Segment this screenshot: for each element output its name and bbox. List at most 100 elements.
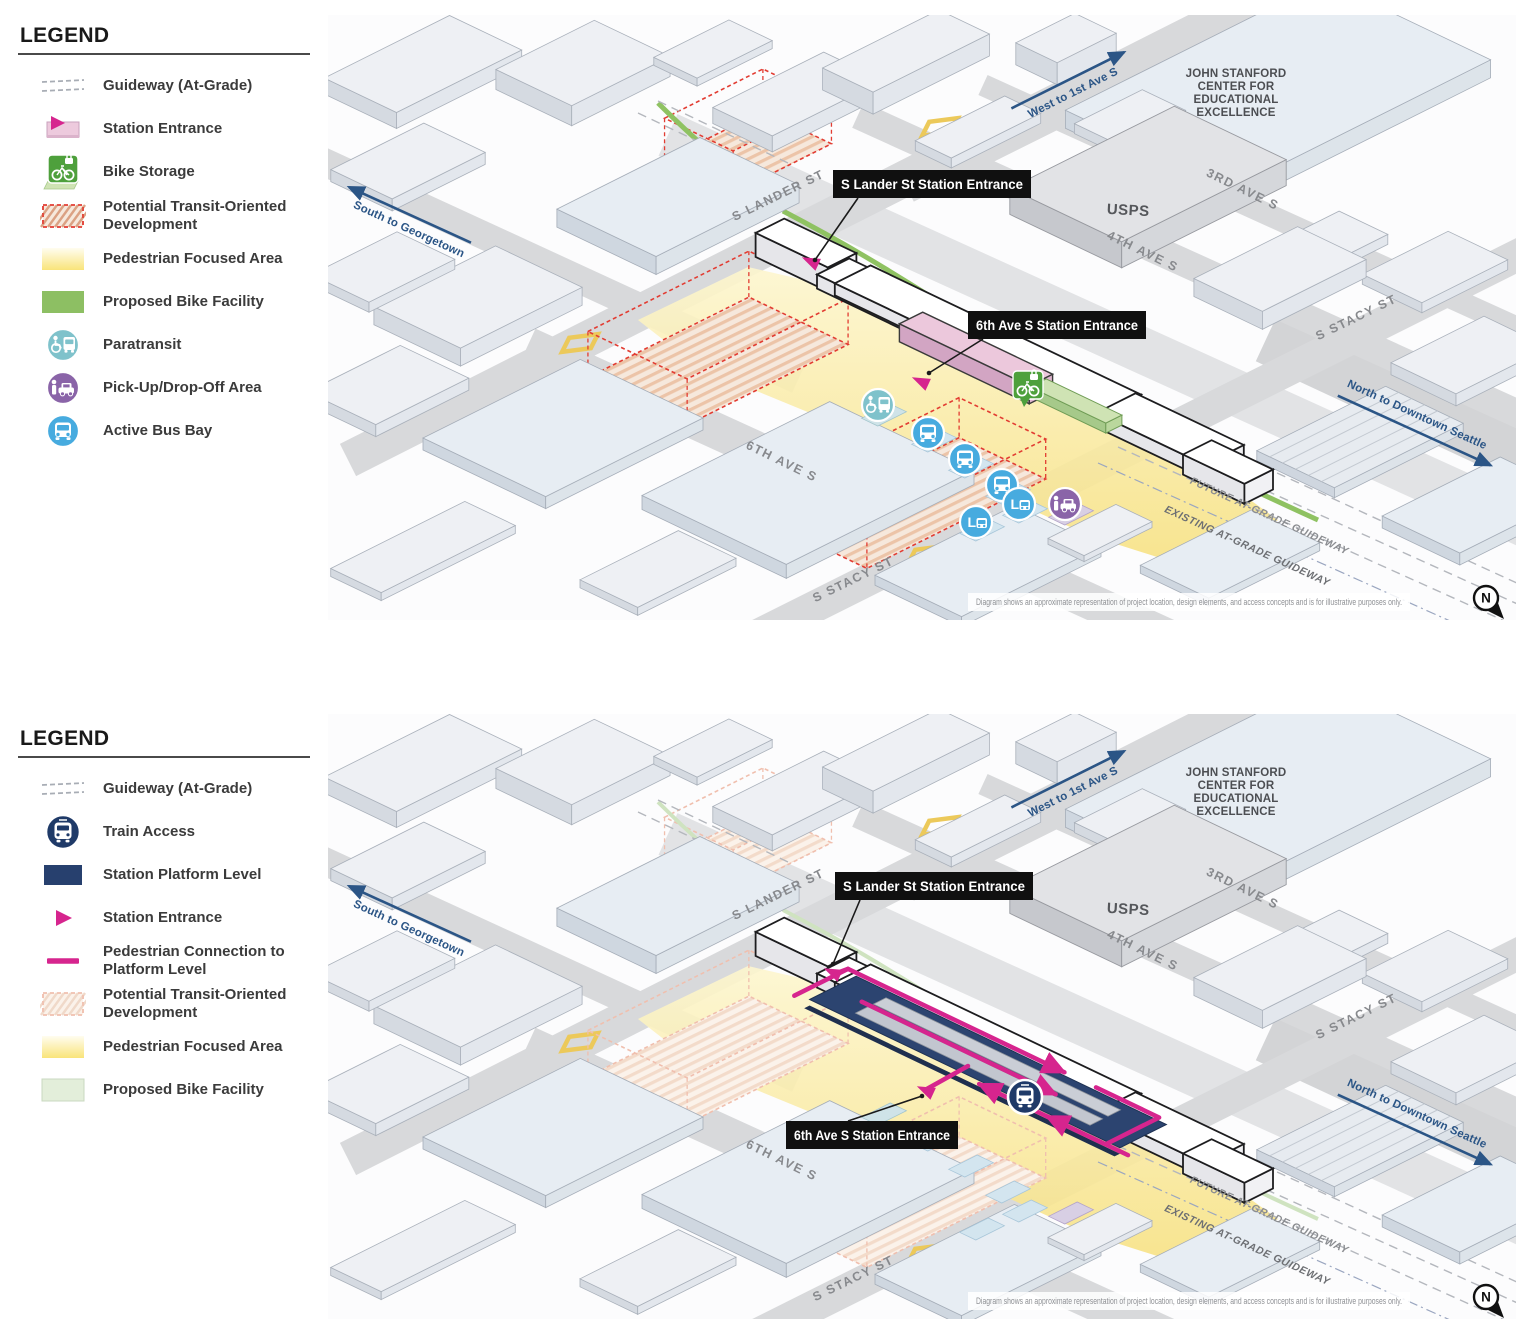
john-stanford-label: JOHN STANFORD: [1186, 68, 1287, 80]
entrance-triangle-icon: [36, 908, 90, 928]
ped-area-icon: [36, 246, 90, 272]
callout-lander-station-entrance: S Lander St Station Entrance: [830, 872, 1033, 967]
building: [579, 530, 737, 617]
building: [1047, 503, 1153, 563]
north-compass-icon: N: [1472, 1283, 1504, 1318]
svg-text:Diagram shows an approximate r: Diagram shows an approximate representat…: [976, 597, 1402, 607]
station-building: [1180, 1138, 1276, 1205]
building: [328, 1043, 470, 1137]
building: [494, 19, 672, 127]
john-stanford-label: JOHN STANFORD: [1186, 767, 1287, 779]
north-compass-icon: N: [1472, 584, 1504, 619]
tod-bright-icon: [36, 202, 90, 230]
bike-storage-icon: [36, 150, 90, 194]
bike-facility-pale-icon: [36, 1077, 90, 1103]
building: [1047, 1202, 1153, 1262]
guideway-icon: [36, 778, 90, 800]
legend-item: Guideway (At-Grade): [18, 767, 310, 810]
svg-text:L: L: [968, 514, 977, 530]
pickup-icon: [1047, 486, 1083, 522]
john-stanford-label: EDUCATIONAL: [1193, 94, 1278, 106]
legend-item-label: Paratransit: [103, 335, 182, 353]
building: [328, 344, 470, 438]
guideway-icon: [36, 75, 90, 97]
legend-item-label: Guideway (At-Grade): [103, 76, 253, 94]
john-stanford-label: CENTER FOR: [1198, 780, 1275, 792]
building: [641, 401, 975, 580]
platform-icon: [36, 863, 90, 887]
building: [1014, 15, 1118, 86]
building: [328, 714, 523, 829]
legend-item: Bike Storage: [18, 150, 310, 194]
building: [1192, 226, 1368, 330]
building: [328, 231, 456, 313]
legend-item: Pick-Up/Drop-Off Area: [18, 366, 310, 409]
building: [1381, 1155, 1516, 1265]
building: [821, 15, 991, 115]
svg-text:6th Ave S Station Entrance: 6th Ave S Station Entrance: [976, 318, 1138, 333]
legend-access-diagram: LEGEND Guideway (At-Grade)Station Entran…: [18, 24, 310, 452]
bus-icon: [36, 412, 90, 450]
building: [1361, 230, 1509, 314]
john-stanford-label: EXCELLENCE: [1196, 107, 1275, 119]
paratransit-icon: [860, 387, 896, 423]
legend-item: Station Entrance: [18, 896, 310, 939]
legend-divider: [18, 53, 310, 55]
pickup-icon: [36, 369, 90, 407]
building: [422, 1057, 704, 1209]
building: [328, 930, 456, 1012]
legend-item-label: Proposed Bike Facility: [103, 292, 264, 310]
legend-item-label: Bike Storage: [103, 163, 195, 181]
entrance-arrow-icon: [823, 968, 843, 982]
bike-facility-building: [1028, 378, 1124, 434]
legend-divider: [18, 756, 310, 758]
john-stanford-label: CENTER FOR: [1198, 81, 1275, 93]
bike-facility-bright-icon: [36, 289, 90, 315]
legend-item: Pedestrian Focused Area: [18, 237, 310, 280]
callout-sixth-station-entrance: 6th Ave S Station Entrance: [926, 311, 1146, 376]
legend-item-label: Guideway (At-Grade): [103, 779, 253, 797]
bus-icon: [910, 415, 946, 451]
building: [821, 714, 991, 814]
svg-text:L: L: [1011, 496, 1020, 512]
paratransit-icon: [36, 326, 90, 364]
map-icons: [823, 968, 1044, 1116]
legend-item: Proposed Bike Facility: [18, 1068, 310, 1111]
legend-item-label: Active Bus Bay: [103, 421, 213, 439]
building: [555, 836, 801, 975]
legend-item-label: Station Entrance: [103, 119, 223, 137]
disclaimer: Diagram shows an approximate representat…: [968, 1292, 1410, 1310]
svg-text:N: N: [1481, 591, 1491, 606]
svg-text:6th Ave S Station Entrance: 6th Ave S Station Entrance: [794, 1128, 950, 1143]
legend-item-label: Pick-Up/Drop-Off Area: [103, 378, 262, 396]
building: [1008, 804, 1288, 968]
train-icon: [36, 812, 90, 852]
legend-item-label: Pedestrian Focused Area: [103, 1037, 283, 1055]
tod-pale-icon: [36, 990, 90, 1018]
legend-item-label: Station Entrance: [103, 908, 223, 926]
legend-item: Active Bus Bay: [18, 409, 310, 452]
usps-label: USPS: [1106, 900, 1150, 919]
legend-item: Proposed Bike Facility: [18, 280, 310, 323]
legend-item: Train Access: [18, 810, 310, 853]
building: [914, 794, 1042, 868]
svg-text:Diagram shows an approximate r: Diagram shows an approximate representat…: [976, 1296, 1402, 1306]
building: [652, 718, 774, 786]
building: [1139, 509, 1321, 607]
bus-icon: [947, 441, 983, 477]
crosswalk: [558, 331, 602, 355]
station-entrance-box-icon: [36, 114, 90, 144]
building: [1192, 925, 1368, 1029]
building: [422, 358, 704, 510]
legend-item-label: Station Platform Level: [103, 865, 262, 883]
building: [1008, 105, 1288, 269]
